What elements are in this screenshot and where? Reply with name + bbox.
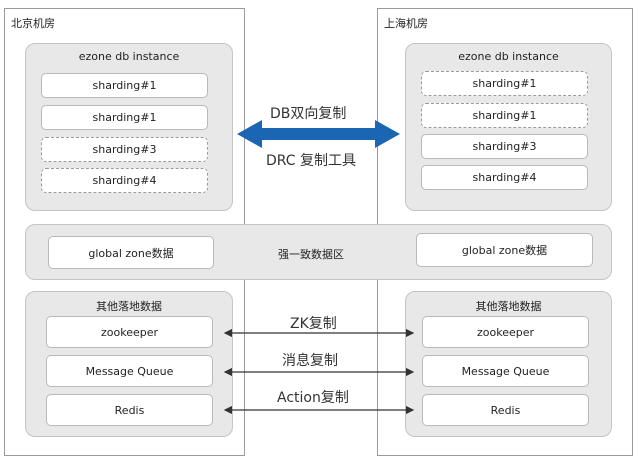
- beijing-shard-2: sharding#1: [41, 105, 208, 130]
- beijing-db-panel-title: ezone db instance: [78, 50, 180, 63]
- mq-replication-label: 消息复制: [282, 353, 338, 369]
- shanghai-datacenter-title: 上海机房: [384, 17, 428, 30]
- db-replication-label: DB双向复制: [270, 106, 347, 122]
- shanghai-redis: Redis: [422, 394, 589, 426]
- beijing-other-data-panel: 其他落地数据 zookeeper Message Queue Redis: [25, 291, 233, 437]
- beijing-shard-4: sharding#4: [41, 168, 208, 193]
- shanghai-zookeeper: zookeeper: [422, 316, 589, 348]
- shanghai-shard-1: sharding#1: [421, 71, 588, 96]
- shanghai-shard-2: sharding#1: [421, 103, 588, 128]
- consistency-zone-label: 强一致数据区: [278, 248, 344, 261]
- shanghai-global-zone: global zone数据: [416, 233, 593, 267]
- beijing-message-queue: Message Queue: [46, 355, 213, 387]
- shanghai-message-queue: Message Queue: [422, 355, 589, 387]
- beijing-shard-1: sharding#1: [41, 73, 208, 98]
- action-replication-label: Action复制: [277, 390, 349, 406]
- shanghai-other-data-title: 其他落地数据: [475, 300, 542, 313]
- beijing-redis: Redis: [46, 394, 213, 426]
- beijing-shard-3: sharding#3: [41, 137, 208, 162]
- strong-consistency-zone: global zone数据 强一致数据区 global zone数据: [25, 224, 612, 280]
- shanghai-shard-3: sharding#3: [421, 134, 588, 159]
- shanghai-other-data-panel: 其他落地数据 zookeeper Message Queue Redis: [405, 291, 612, 437]
- beijing-datacenter-title: 北京机房: [11, 17, 55, 30]
- shanghai-db-panel-title: ezone db instance: [458, 50, 559, 63]
- shanghai-db-panel: ezone db instance sharding#1 sharding#1 …: [405, 43, 612, 211]
- beijing-db-panel: ezone db instance sharding#1 sharding#1 …: [25, 43, 233, 211]
- zk-replication-label: ZK复制: [290, 316, 337, 332]
- db-bidirectional-arrow-icon: [237, 120, 400, 148]
- drc-tool-label: DRC 复制工具: [266, 153, 357, 169]
- shanghai-shard-4: sharding#4: [421, 165, 588, 190]
- beijing-global-zone: global zone数据: [48, 236, 214, 269]
- beijing-other-data-title: 其他落地数据: [96, 300, 162, 313]
- beijing-zookeeper: zookeeper: [46, 316, 213, 348]
